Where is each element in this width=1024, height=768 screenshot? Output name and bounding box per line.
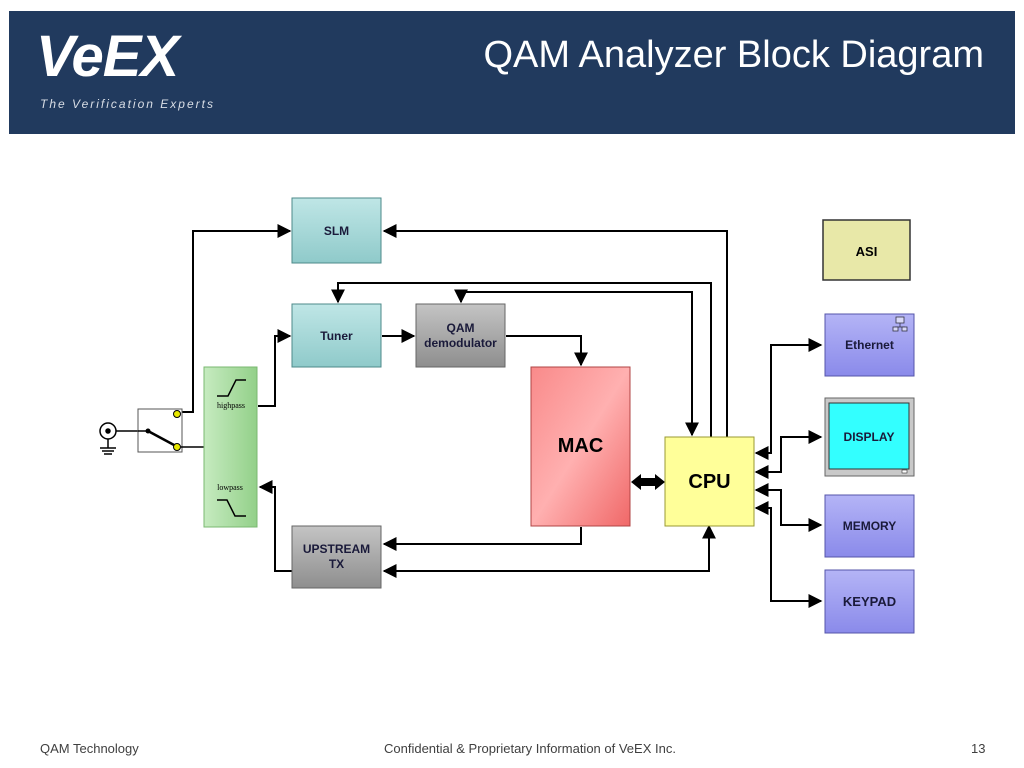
line-cpu-keypad [754, 501, 823, 608]
page-number: 13 [971, 741, 986, 756]
upstream-label-2: TX [329, 557, 344, 571]
upstream-label-1: UPSTREAM [303, 542, 370, 556]
memory-block: MEMORY [824, 494, 915, 558]
ethernet-block: Ethernet [824, 313, 915, 377]
line-cpu-upstream [382, 524, 716, 578]
tuner-block: Tuner [291, 303, 382, 368]
line-mac-upstream [382, 527, 582, 551]
cpu-block: CPU [664, 436, 755, 527]
header-bar [9, 11, 1015, 134]
mac-block: MAC [530, 366, 631, 527]
qam-demod-label-1: QAM [447, 321, 475, 335]
asi-block: ASI [822, 219, 911, 281]
mac-label: MAC [558, 435, 604, 457]
qam-demodulator-block: QAM demodulator [415, 303, 506, 368]
display-block: DISPLAY [824, 397, 915, 477]
line-demod-mac [506, 335, 588, 367]
veex-logo: VeEX [36, 24, 179, 89]
line-switch-slm [181, 224, 292, 413]
slide-title: QAM Analyzer Block Diagram [483, 34, 985, 76]
highpass-curve-icon [217, 379, 246, 397]
highpass-label: highpass [217, 401, 245, 410]
slm-label: SLM [324, 224, 349, 238]
line-cpu-slm [382, 224, 728, 437]
line-upstream-lowpass [258, 480, 292, 572]
footer-left: QAM Technology [40, 741, 139, 756]
display-label: DISPLAY [844, 430, 895, 444]
slm-block: SLM [291, 197, 382, 264]
asi-label: ASI [856, 244, 878, 259]
tuner-label: Tuner [320, 329, 353, 343]
keypad-label: KEYPAD [843, 594, 896, 609]
line-cpu-display [754, 430, 823, 479]
mac-cpu-bus-arrow [631, 474, 665, 490]
footer-center: Confidential & Proprietary Information o… [384, 741, 676, 756]
line-cpu-tuner [331, 282, 712, 437]
ethernet-label: Ethernet [845, 338, 894, 352]
upstream-tx-block: UPSTREAM TX [291, 525, 382, 589]
lowpass-curve-icon [217, 499, 246, 517]
cpu-label: CPU [688, 471, 730, 493]
logo-tagline: The Verification Experts [40, 97, 215, 111]
diplex-filter-block: highpass lowpass [203, 366, 258, 528]
lowpass-label: lowpass [217, 483, 243, 492]
line-demod-cpu [454, 289, 699, 437]
qam-demod-label-2: demodulator [424, 336, 497, 350]
keypad-block: KEYPAD [824, 569, 915, 634]
network-icon [892, 316, 908, 332]
line-highpass-tuner [258, 329, 292, 407]
memory-label: MEMORY [843, 519, 897, 533]
rf-switch-icon [137, 408, 183, 453]
coax-connector-icon [99, 422, 138, 455]
